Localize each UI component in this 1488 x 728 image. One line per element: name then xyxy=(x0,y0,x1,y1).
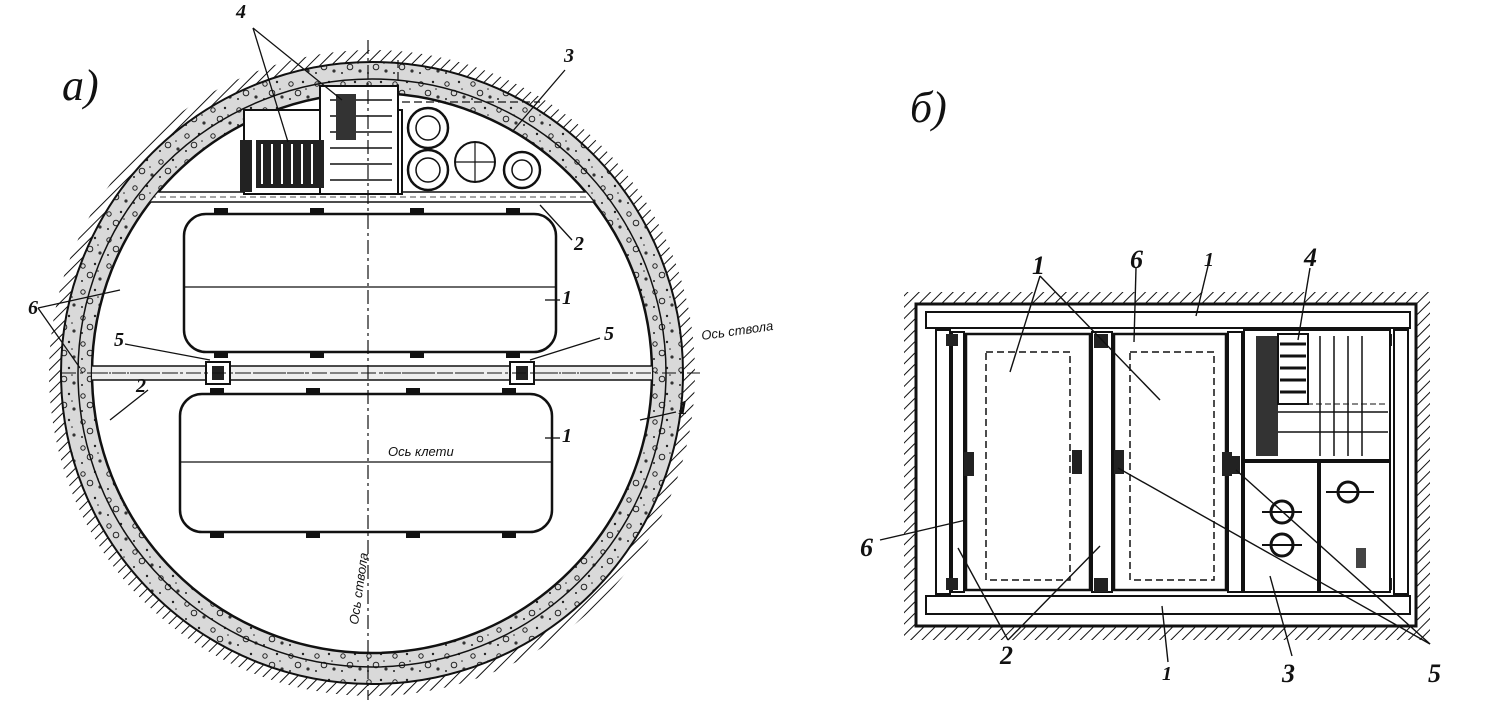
cage-1-right xyxy=(1112,332,1228,592)
label-4-b: 4 xyxy=(1303,243,1317,272)
guide-5-b2 xyxy=(1072,450,1082,474)
label-1-cage-top: 1 xyxy=(562,287,572,309)
label-6-beam: 6 xyxy=(28,297,38,319)
guide-5-b3 xyxy=(1114,450,1124,474)
pipe-compartment-3-b xyxy=(1228,456,1391,593)
label-2-b: 2 xyxy=(999,641,1013,670)
panel-a: а) 4 3 2 1 6 5 5 2 1 1 Ось ствола Ось кл… xyxy=(28,1,774,700)
panel-b: б) 1 6 1 4 6 2 1 3 5 xyxy=(860,83,1441,688)
side-beam-right xyxy=(1393,329,1409,595)
cage-1-top xyxy=(182,208,558,358)
label-5-b: 5 xyxy=(1428,659,1441,688)
bunton-2-left xyxy=(951,331,965,593)
cage-1-bottom xyxy=(178,388,554,538)
panel-a-label: а) xyxy=(62,61,99,110)
label-5-guide-left: 5 xyxy=(114,329,124,351)
label-2-middle-bunton: 2 xyxy=(135,375,146,397)
pipe-compartment-3 xyxy=(402,101,542,192)
label-1-top-b: 1 xyxy=(1204,249,1214,271)
label-5-guide-right: 5 xyxy=(604,323,614,345)
guide-5-b1 xyxy=(964,452,974,476)
frame-beam-top xyxy=(925,311,1411,329)
label-3-b: 3 xyxy=(1281,659,1295,688)
ladder-compartment-4-b xyxy=(1243,329,1391,461)
bunton-2-middle xyxy=(1091,331,1113,593)
label-4-ladder: 4 xyxy=(235,1,246,23)
label-6-left-b: 6 xyxy=(860,533,873,562)
caption-shaft-axis-right: Ось ствола xyxy=(700,318,774,343)
label-2-top-bunton: 2 xyxy=(573,233,584,255)
guide-5-b4 xyxy=(1222,452,1232,476)
label-1-bottom-b: 1 xyxy=(1162,663,1172,685)
caption-cage-axis: Ось клети xyxy=(388,444,454,459)
label-6-top-b: 6 xyxy=(1130,245,1143,274)
label-1-lining: 1 xyxy=(678,397,688,419)
label-1-cage-bottom: 1 xyxy=(562,425,572,447)
panel-b-label: б) xyxy=(910,83,947,132)
cage-1-left xyxy=(964,332,1092,592)
frame-beam-bottom xyxy=(925,595,1411,615)
side-beam-left xyxy=(935,329,951,595)
ladder-compartment-4 xyxy=(240,85,403,195)
label-3-pipes: 3 xyxy=(563,45,574,67)
label-1-cage-b: 1 xyxy=(1032,251,1045,280)
